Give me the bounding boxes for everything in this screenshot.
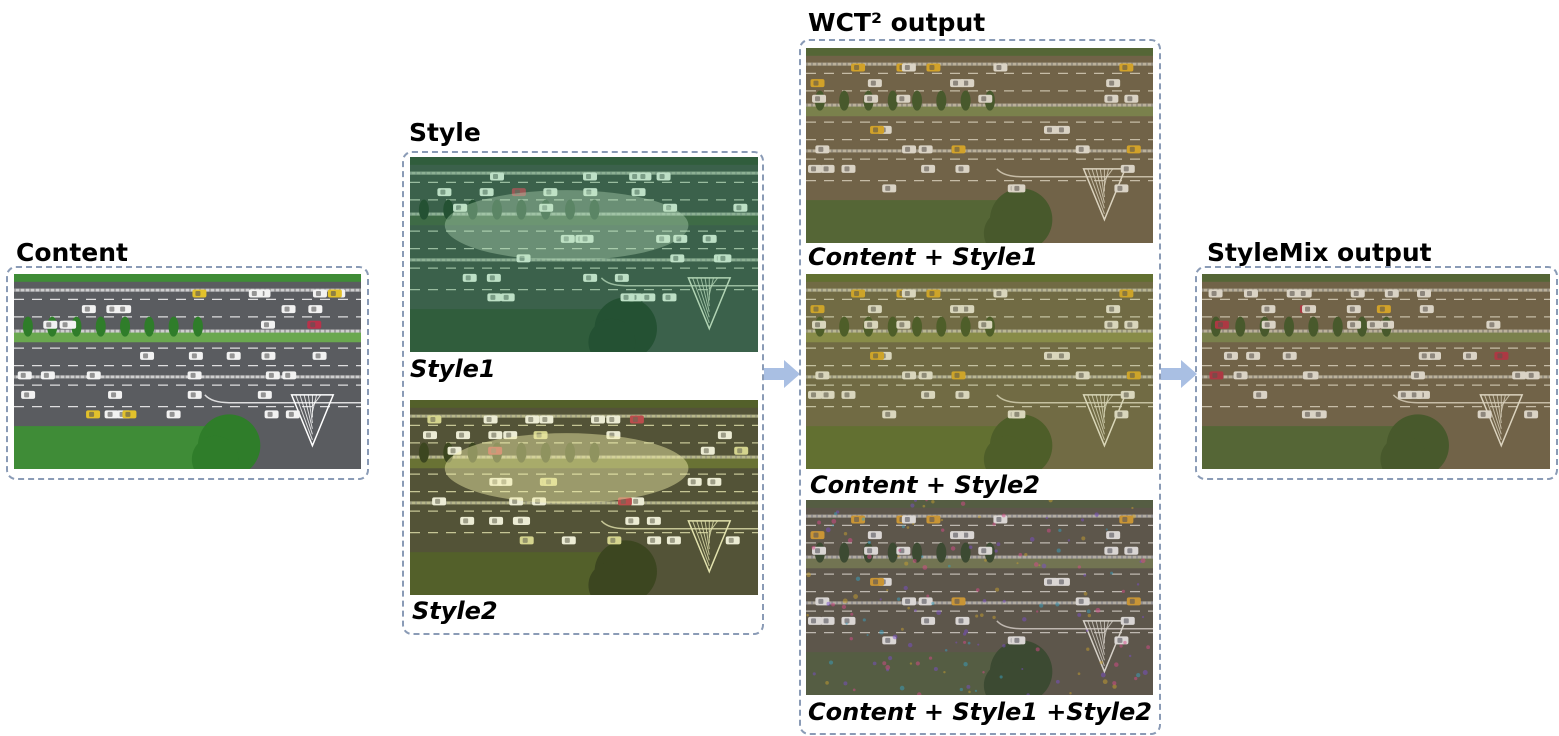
content-image xyxy=(14,274,361,469)
caption-style-part: Style1 xyxy=(952,243,1038,271)
caption-content-part: Content xyxy=(808,243,916,271)
style-group-box xyxy=(402,151,764,635)
wct2-style2-image xyxy=(806,274,1153,469)
content-title: Content xyxy=(16,238,128,267)
caption-plus: + xyxy=(915,698,953,726)
style1-image xyxy=(410,157,758,352)
caption-plus: + xyxy=(917,471,955,499)
wct2-caption-style12: Content + Style1 +Style2 xyxy=(808,698,1152,726)
arrow-right-icon xyxy=(1161,360,1197,388)
road-scene xyxy=(14,274,361,469)
style2-caption: Style2 xyxy=(412,597,498,625)
caption-content-part: Content xyxy=(808,698,916,726)
caption-content-part: Content xyxy=(810,471,918,499)
caption-plus: + xyxy=(915,243,953,271)
road-scene xyxy=(806,48,1153,243)
wct2-caption-style1: Content + Style1 xyxy=(808,243,1038,271)
wct2-group-box xyxy=(799,39,1161,735)
stylemix-title: StyleMix output xyxy=(1207,238,1432,267)
wct2-style12-image xyxy=(806,500,1153,695)
caption-style-part: Style1 +Style2 xyxy=(952,698,1153,726)
style1-caption: Style1 xyxy=(410,355,496,383)
wct2-style1-image xyxy=(806,48,1153,243)
road-scene xyxy=(1202,274,1550,469)
wct2-title: WCT² output xyxy=(808,8,986,37)
arrow-right-icon xyxy=(764,360,800,388)
road-scene xyxy=(806,274,1153,469)
style-title: Style xyxy=(409,118,481,147)
wct2-caption-style2: Content + Style2 xyxy=(810,471,1040,499)
caption-style-part: Style2 xyxy=(954,471,1040,499)
stylemix-group-box xyxy=(1195,266,1558,480)
content-group-box xyxy=(6,266,369,480)
road-scene xyxy=(410,400,758,595)
road-scene xyxy=(806,500,1153,695)
stylemix-image xyxy=(1202,274,1550,469)
style2-image xyxy=(410,400,758,595)
road-scene xyxy=(410,157,758,352)
